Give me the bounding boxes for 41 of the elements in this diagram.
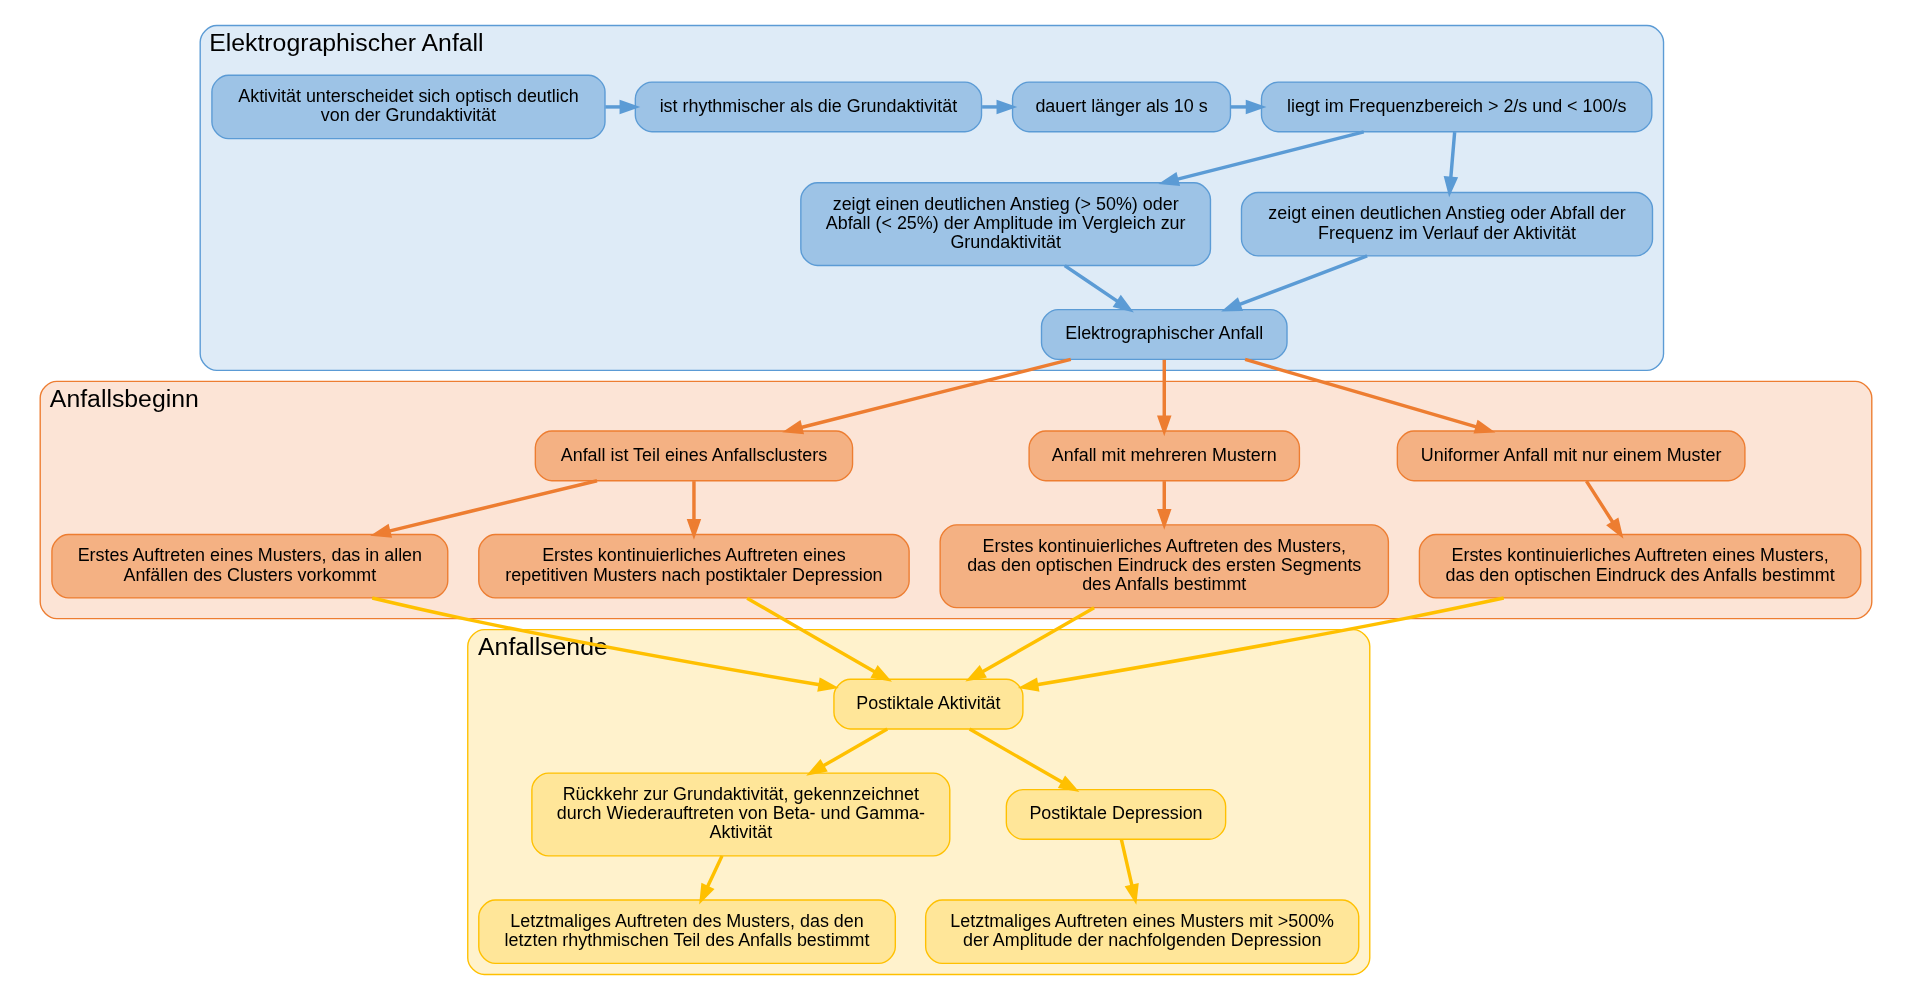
arrow bbox=[1157, 480, 1172, 530]
arrow bbox=[1244, 357, 1496, 434]
arrow bbox=[1221, 253, 1368, 311]
node-box: Erstes kontinuierliches Auftreten des Musters, das den optischen Eindruck des ersten Segments des Anfalls bestimmt bbox=[939, 523, 1390, 608]
node-box: Letztmaliges Auftreten des Musters, das den letzten rhythmischen Teil des Anfalls bestimmt bbox=[478, 898, 896, 964]
node-box: Erstes kontinuierliches Auftreten eines repetitiven Musters nach postiktaler Depression bbox=[478, 533, 910, 599]
arrow bbox=[1017, 595, 1505, 692]
arrow bbox=[982, 99, 1018, 114]
node-box: Aktivität unterscheidet sich optisch deutlich von der Grundaktivität bbox=[211, 74, 606, 139]
arrow bbox=[1157, 359, 1172, 436]
arrow bbox=[965, 605, 1095, 682]
node-box: Erstes kontinuierliches Auftreten eines Musters, das den optischen Eindruck des Anfalls bestimmt bbox=[1418, 533, 1862, 599]
arrow bbox=[1119, 838, 1139, 905]
node-box: Letztmaliges Auftreten eines Musters mit >500% der Amplitude der nachfolgenden Depression bbox=[924, 898, 1360, 964]
node-box: Elektrographischer Anfall bbox=[1040, 308, 1288, 360]
node-box: ist rhythmischer als die Grundaktivität bbox=[634, 80, 983, 132]
arrow bbox=[1158, 129, 1365, 186]
arrow bbox=[1063, 263, 1134, 312]
arrow bbox=[806, 727, 889, 776]
node-box: dauert länger als 10 s bbox=[1011, 80, 1232, 132]
node-box: Erstes Auftreten eines Musters, das in allen Anfällen des Clusters vorkommt bbox=[51, 533, 449, 599]
arrow bbox=[686, 480, 702, 540]
arrow bbox=[699, 854, 724, 905]
node-box: Anfall ist Teil eines Anfallsclusters bbox=[534, 429, 854, 481]
arrow bbox=[371, 595, 839, 692]
node-box: Uniformer Anfall mit nur einem Muster bbox=[1396, 429, 1746, 481]
node-box: zeigt einen deutlichen Anstieg (> 50%) oder Abfall (< 25%) der Amplitude im Vergleich zur Grundaktivität bbox=[800, 181, 1212, 266]
node-box: Postiktale Aktivität bbox=[833, 678, 1024, 730]
arrow bbox=[746, 596, 892, 682]
node-box: Rückkehr zur Grundaktivität, gekennzeichnet durch Wiederauftreten von Beta- und Gamma-Aktivität bbox=[531, 771, 951, 857]
arrow bbox=[782, 357, 1072, 434]
arrow bbox=[370, 478, 598, 538]
node-box: Anfall mit mehreren Mustern bbox=[1028, 429, 1301, 481]
arrow bbox=[1443, 131, 1459, 197]
arrow bbox=[605, 99, 641, 114]
arrow bbox=[1230, 99, 1267, 114]
node-box: zeigt einen deutlichen Anstieg oder Abfall der Frequenz im Verlauf der Aktivität bbox=[1240, 191, 1654, 257]
node-box: liegt im Frequenzbereich > 2/s und < 100/s bbox=[1260, 80, 1653, 132]
node-box: Postiktale Depression bbox=[1005, 788, 1227, 840]
arrow bbox=[968, 727, 1080, 792]
arrow bbox=[1585, 479, 1624, 539]
